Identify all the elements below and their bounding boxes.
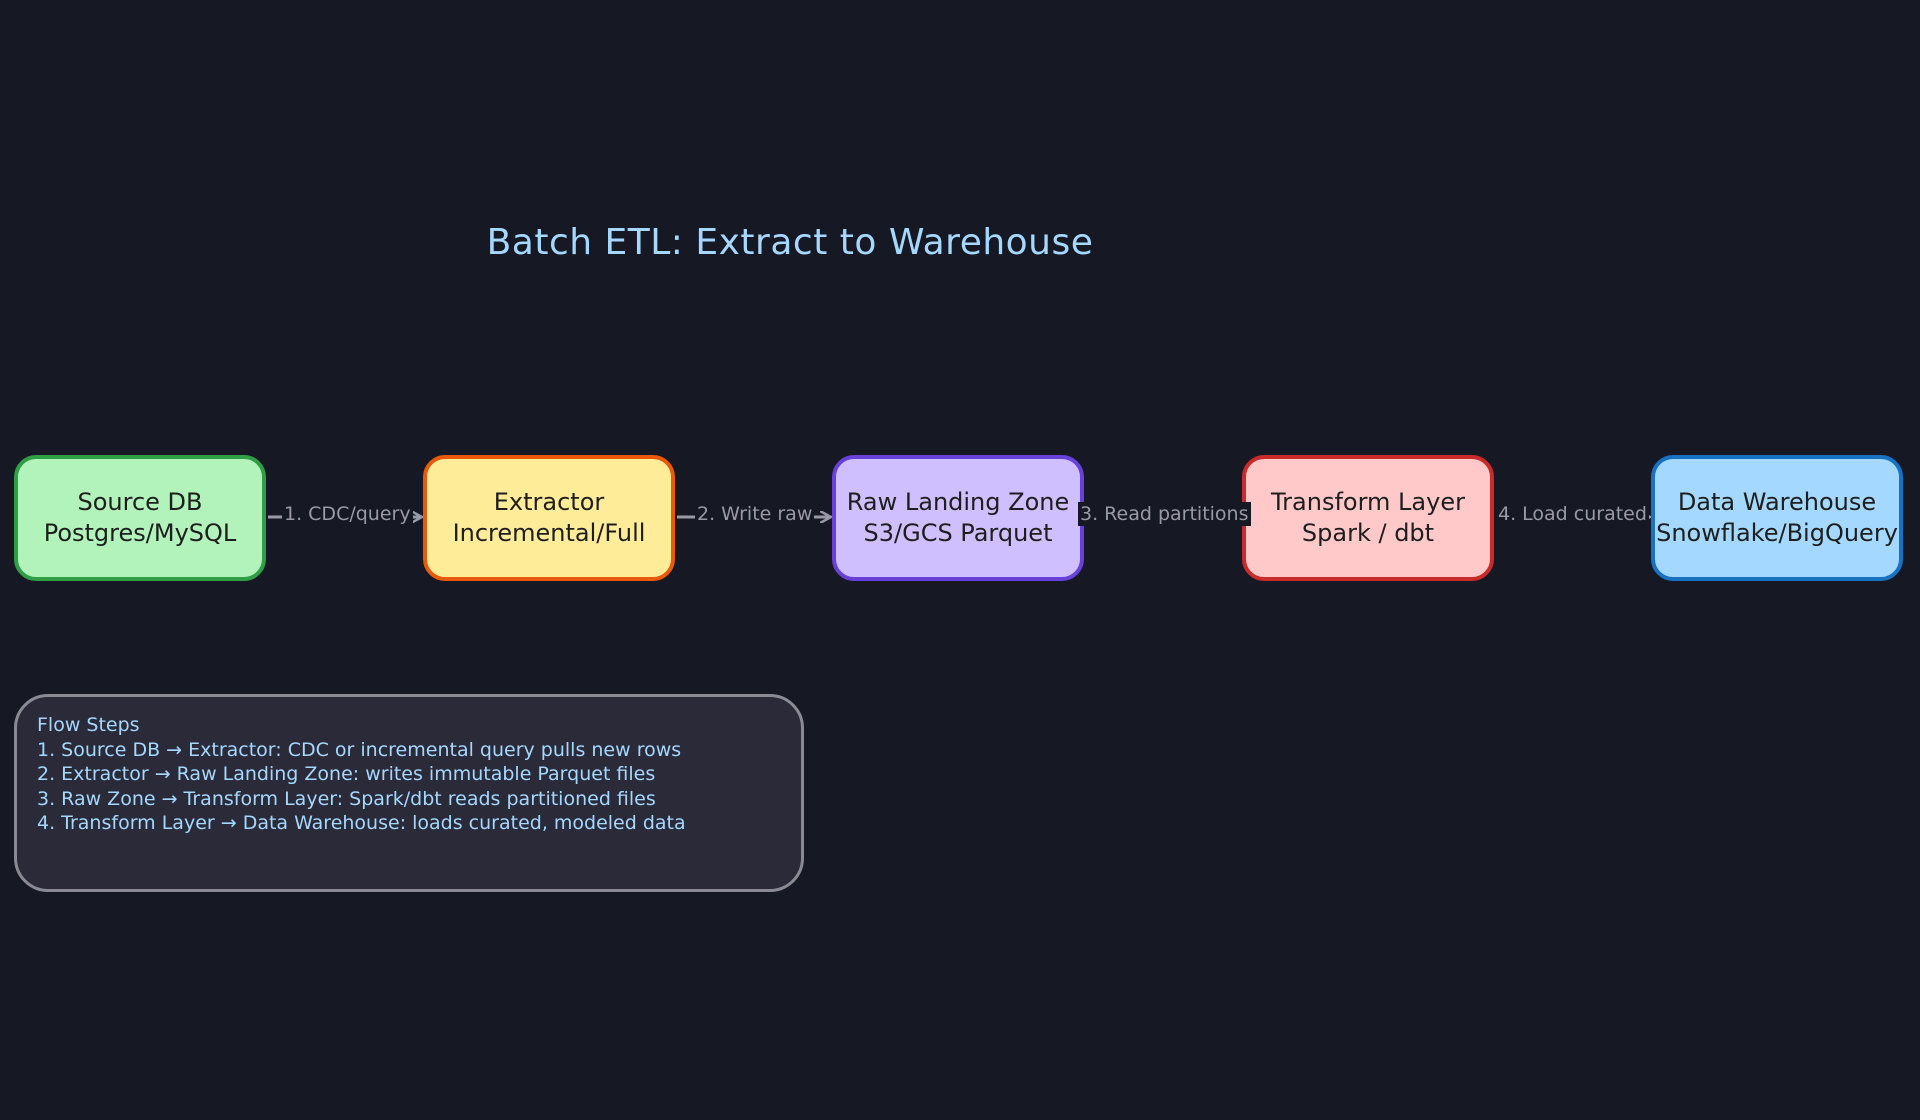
flow-step-1: 1. Source DB → Extractor: CDC or increme… (37, 738, 682, 761)
flow-step-2: 2. Extractor → Raw Landing Zone: writes … (37, 763, 656, 785)
node-raw-landing-zone[interactable]: Raw Landing Zone S3/GCS Parquet (832, 455, 1084, 581)
edge-4-label: 4. Load curated (1496, 502, 1649, 526)
node-source-db[interactable]: Source DB Postgres/MySQL (14, 455, 266, 581)
node-data-warehouse[interactable]: Data Warehouse Snowflake/BigQuery (1651, 455, 1903, 581)
flow-steps-note: Flow Steps 1. Source DB → Extractor: CDC… (14, 694, 804, 892)
edge-1-label: 1. CDC/query (282, 502, 413, 526)
diagram-title: Batch ETL: Extract to Warehouse (486, 222, 1094, 263)
flow-step-3: 3. Raw Zone → Transform Layer: Spark/dbt… (37, 787, 656, 810)
node-data-warehouse-detail: Snowflake/BigQuery (1656, 519, 1898, 547)
node-transform-layer-name: Transform Layer (1271, 488, 1465, 516)
node-extractor[interactable]: Extractor Incremental/Full (423, 455, 675, 581)
node-source-db-detail: Postgres/MySQL (43, 519, 237, 547)
edge-2-label: 2. Write raw (695, 502, 815, 526)
node-transform-layer[interactable]: Transform Layer Spark / dbt (1242, 455, 1494, 581)
node-extractor-name: Extractor (493, 488, 605, 516)
edge-3-label: 3. Read partitions (1078, 502, 1251, 526)
node-source-db-name: Source DB (77, 488, 203, 516)
node-raw-landing-zone-name: Raw Landing Zone (846, 488, 1070, 516)
flow-steps-heading: Flow Steps (37, 714, 140, 736)
node-data-warehouse-name: Data Warehouse (1677, 488, 1877, 516)
node-transform-layer-detail: Spark / dbt (1301, 519, 1435, 547)
flow-step-4: 4. Transform Layer → Data Warehouse: loa… (37, 812, 686, 834)
node-raw-landing-zone-detail: S3/GCS Parquet (863, 519, 1053, 547)
node-extractor-detail: Incremental/Full (452, 519, 646, 547)
